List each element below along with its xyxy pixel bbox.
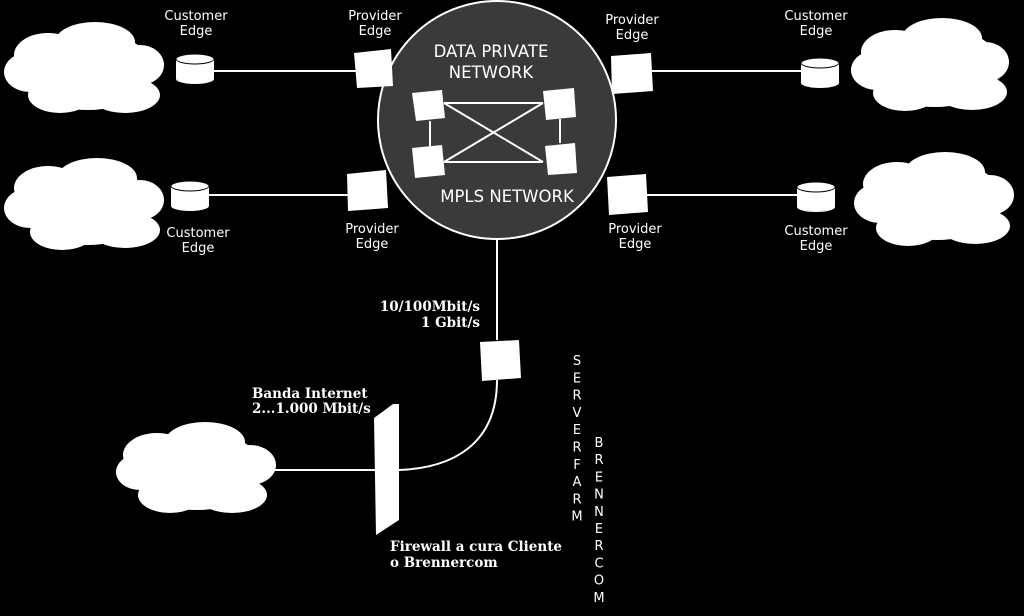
customer-edge-bottom-right [796, 181, 836, 212]
ce-top-left-label-line2: Edge [180, 24, 213, 39]
pe-bottom-right-label-line2: Edge [619, 237, 652, 252]
core-router-top-left [412, 90, 445, 121]
network-title-line1: DATA PRIVATE [434, 42, 549, 61]
internet-band-line1: Banda Internet [252, 386, 368, 402]
network-mesh-links [429, 102, 561, 163]
ce-bottom-left-label-line1: Customer [166, 226, 230, 241]
connection-lines [207, 70, 802, 471]
cloud-icon-top-right [851, 18, 1009, 111]
ce-top-right-label-line1: Customer [784, 9, 848, 24]
provider-edge-routers [347, 49, 653, 215]
mesh-link-diag-b [443, 102, 544, 163]
service-labels: 10/100Mbit/s 1 Gbit/s Banda Internet 2..… [252, 299, 562, 571]
customer-edge-devices [170, 53, 840, 212]
network-circle [377, 0, 617, 240]
customer-clouds [4, 18, 1014, 513]
pe-top-right-label-line1: Provider [605, 13, 659, 28]
ce-bottom-right-label-line1: Customer [784, 224, 848, 239]
pe-bottom-right-label-line1: Provider [608, 222, 662, 237]
mpls-network: DATA PRIVATE NETWORK MPLS NETWORK [377, 0, 617, 240]
firewall-label-line1: Firewall a cura Cliente [390, 539, 562, 555]
serverfarm-router [480, 340, 521, 381]
pe-bottom-left-label-line2: Edge [356, 237, 389, 252]
core-router-bottom-right [545, 143, 577, 175]
pe-bottom-left-label-line1: Provider [345, 222, 399, 237]
cloud-icon-bottom-left [4, 158, 164, 250]
cloud-icon-internet [116, 422, 276, 513]
pe-top-left-label-line1: Provider [348, 9, 402, 24]
ce-top-right-label-line2: Edge [800, 24, 833, 39]
pe-top-left-label-line2: Edge [359, 24, 392, 39]
internet-band-line2: 2...1.000 Mbit/s [252, 401, 371, 417]
provider-edge-bottom-right [607, 174, 648, 215]
provider-edge-bottom-left [347, 170, 388, 211]
edge-labels: Customer Edge Provider Edge Customer Edg… [164, 9, 848, 256]
customer-edge-bottom-left [170, 180, 210, 211]
firewall-label-line2: o Brennercom [390, 555, 498, 571]
link-serverfarm-to-firewall [398, 379, 498, 471]
cloud-icon-bottom-right [854, 152, 1014, 246]
uplink-speed-line2: 1 Gbit/s [421, 315, 480, 331]
ce-top-left-label-line1: Customer [164, 9, 228, 24]
firewall [374, 404, 399, 535]
core-routers [412, 88, 577, 178]
network-title-line2: NETWORK [449, 63, 535, 82]
provider-edge-top-right [611, 53, 653, 94]
ce-bottom-left-label-line2: Edge [182, 241, 215, 256]
core-router-top-right [543, 88, 576, 120]
ce-bottom-right-label-line2: Edge [800, 239, 833, 254]
uplink-speed-line1: 10/100Mbit/s [380, 299, 481, 315]
provider-edge-top-left [354, 49, 393, 88]
mpls-network-label: MPLS NETWORK [440, 187, 575, 206]
cloud-icon-top-left [4, 22, 164, 113]
pe-top-right-label-line2: Edge [616, 28, 649, 43]
customer-edge-top-right [800, 57, 840, 88]
core-router-bottom-left [412, 145, 445, 178]
customer-edge-top-left [175, 53, 215, 84]
